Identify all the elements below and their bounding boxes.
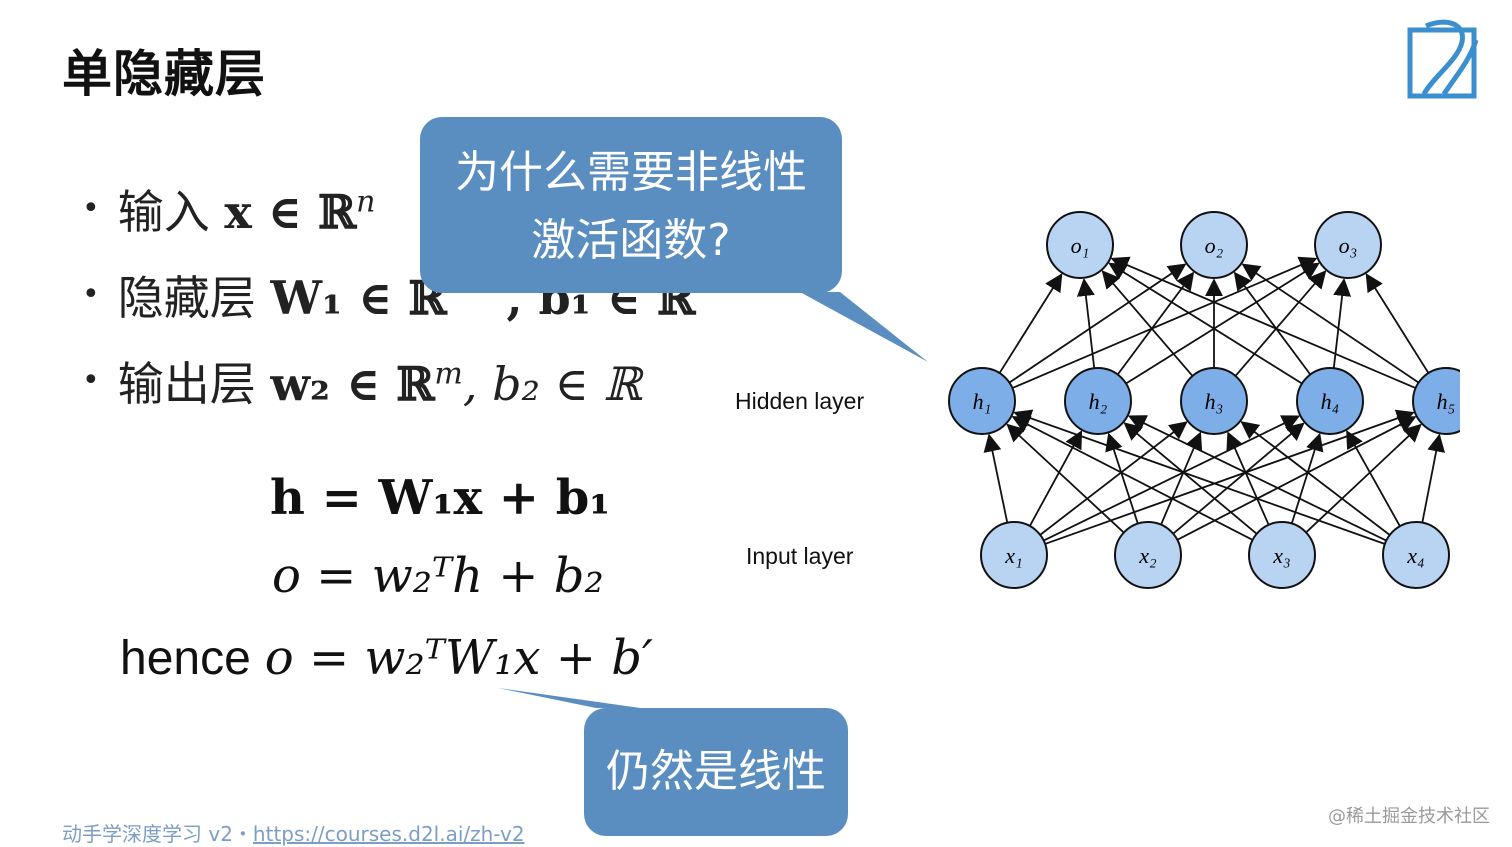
bullet-output: •输出层 w₂ ∈ ℝm, b₂ ∈ ℝ — [82, 356, 642, 411]
callout-line-1: 为什么需要非线性 — [455, 147, 807, 198]
hidden-node-circle — [1180, 367, 1248, 435]
edge-hidden-to-output — [1233, 271, 1312, 376]
edge-input-to-hidden — [1305, 423, 1422, 534]
edge-input-to-hidden — [1006, 423, 1125, 534]
input-node-label: x₂ — [1138, 543, 1157, 568]
bullet-sup: n — [356, 184, 376, 220]
edge-input-to-hidden — [1176, 416, 1417, 541]
hidden-node-circle — [1412, 367, 1460, 435]
hidden-layer-label: Hidden layer — [735, 388, 865, 414]
input-node-circle — [1382, 521, 1450, 589]
edge-input-to-hidden — [1123, 422, 1258, 535]
edge-input-to-hidden — [1160, 431, 1203, 526]
hidden-node-label: h₄ — [1321, 389, 1340, 414]
hidden-node-label: h₃ — [1205, 389, 1224, 414]
input-node: x₁ — [980, 521, 1048, 589]
edge-hidden-to-output — [1101, 270, 1194, 377]
bullet-sup: m — [434, 356, 463, 392]
footer: 动手学深度学习 v2・https://courses.d2l.ai/zh-v2 — [62, 818, 525, 847]
footer-text: 动手学深度学习 v2・ — [62, 822, 253, 846]
hidden-node-circle — [1296, 367, 1364, 435]
equation-composed-math: o = w₂ᵀW₁x + b′ — [264, 630, 653, 686]
input-node-label: x₃ — [1272, 543, 1290, 568]
hidden-node-label: h₁ — [973, 389, 992, 414]
input-node-circle — [980, 521, 1048, 589]
watermark: @稀土掘金技术社区 — [1328, 806, 1490, 827]
hidden-node-label: h₅ — [1437, 389, 1456, 414]
output-node-label: o₁ — [1071, 233, 1090, 258]
output-node-label: o₂ — [1205, 233, 1224, 258]
edge-hidden-to-output — [1365, 273, 1430, 374]
equation-hence-word: hence — [120, 632, 251, 685]
output-node: o₂ — [1180, 211, 1248, 279]
bullet-label: 隐藏层 — [117, 271, 256, 325]
edge-hidden-to-output — [1008, 263, 1187, 384]
bullet-input: •输入 x ∈ ℝn — [82, 184, 376, 239]
bullet-label: 输出层 — [117, 357, 256, 411]
input-node-label: x₄ — [1406, 543, 1424, 568]
mlp-diagram: o₁ o₂ o₃ h₁ h₂ h₃ h₄ h₅ x₁ x₂ x₃ x₄ — [948, 211, 1460, 589]
output-node-label: o₃ — [1339, 233, 1358, 258]
callout-bottom-tail — [498, 688, 640, 708]
callout-line-2: 激活函数? — [531, 215, 731, 266]
footer-link[interactable]: https://courses.d2l.ai/zh-v2 — [252, 822, 525, 846]
edge-hidden-to-output — [1125, 262, 1320, 385]
input-node-circle — [1248, 521, 1316, 589]
equation-output: o = w₂ᵀh + b₂ — [272, 548, 604, 604]
hidden-node: h₄ — [1296, 367, 1364, 435]
output-node-circle — [1314, 211, 1382, 279]
hidden-node: h₃ — [1180, 367, 1248, 435]
hidden-node-circle — [948, 367, 1016, 435]
output-node: o₁ — [1046, 211, 1114, 279]
hidden-node-label: h₂ — [1089, 389, 1108, 414]
edge-input-to-hidden — [1290, 432, 1324, 524]
hidden-node: h₅ — [1412, 367, 1460, 435]
edge-input-to-hidden — [1226, 431, 1270, 526]
edge-input-to-hidden — [983, 433, 1009, 523]
callout-nonlinear-question: 为什么需要非线性 激活函数? — [420, 117, 842, 293]
input-node: x₂ — [1114, 521, 1182, 589]
bullet-math: x ∈ ℝ — [224, 185, 357, 239]
edge-hidden-to-output — [1116, 271, 1195, 376]
d2l-logo-icon — [1407, 19, 1479, 99]
edge-input-to-hidden — [1011, 416, 1254, 541]
bullet-tail: , b₂ ∈ ℝ — [462, 357, 642, 411]
edge-input-to-hidden — [1172, 422, 1305, 535]
equation-hidden: h = W₁x + b₁ — [270, 470, 611, 526]
edge-input-to-hidden — [1039, 421, 1188, 536]
edge-input-to-hidden — [1105, 432, 1139, 524]
hidden-node-circle — [1064, 367, 1132, 435]
edge-input-to-hidden — [1013, 409, 1386, 545]
bullet-math: w₂ ∈ ℝ — [270, 357, 435, 411]
input-node-circle — [1114, 521, 1182, 589]
output-node-circle — [1046, 211, 1114, 279]
callout-top-tail — [800, 292, 928, 362]
bullet-math: W₁ ∈ ℝ — [270, 271, 447, 325]
edge-hidden-to-output — [998, 273, 1063, 374]
input-layer-label: Input layer — [746, 543, 854, 569]
edge-hidden-to-output — [1234, 270, 1327, 377]
output-node: o₃ — [1314, 211, 1382, 279]
callout-still-linear: 仍然是线性 — [584, 708, 848, 836]
edge-input-to-hidden — [1127, 415, 1387, 542]
edge-input-to-hidden — [1240, 421, 1391, 536]
input-node: x₄ — [1382, 521, 1450, 589]
edge-input-to-hidden — [1029, 430, 1083, 527]
edge-hidden-to-output — [1241, 263, 1420, 384]
slide-title: 单隐藏层 — [62, 45, 266, 103]
edge-hidden-to-output — [1076, 277, 1096, 369]
edge-input-to-hidden — [1421, 433, 1446, 523]
input-node: x₃ — [1248, 521, 1316, 589]
output-node-circle — [1180, 211, 1248, 279]
input-node-label: x₁ — [1004, 543, 1022, 568]
edge-input-to-hidden — [1346, 429, 1401, 527]
hidden-node: h₁ — [948, 367, 1016, 435]
edge-hidden-to-output — [1108, 262, 1303, 385]
edge-hidden-to-output — [1110, 256, 1416, 389]
hidden-node: h₂ — [1064, 367, 1132, 435]
bullet-label: 输入 — [117, 185, 210, 239]
